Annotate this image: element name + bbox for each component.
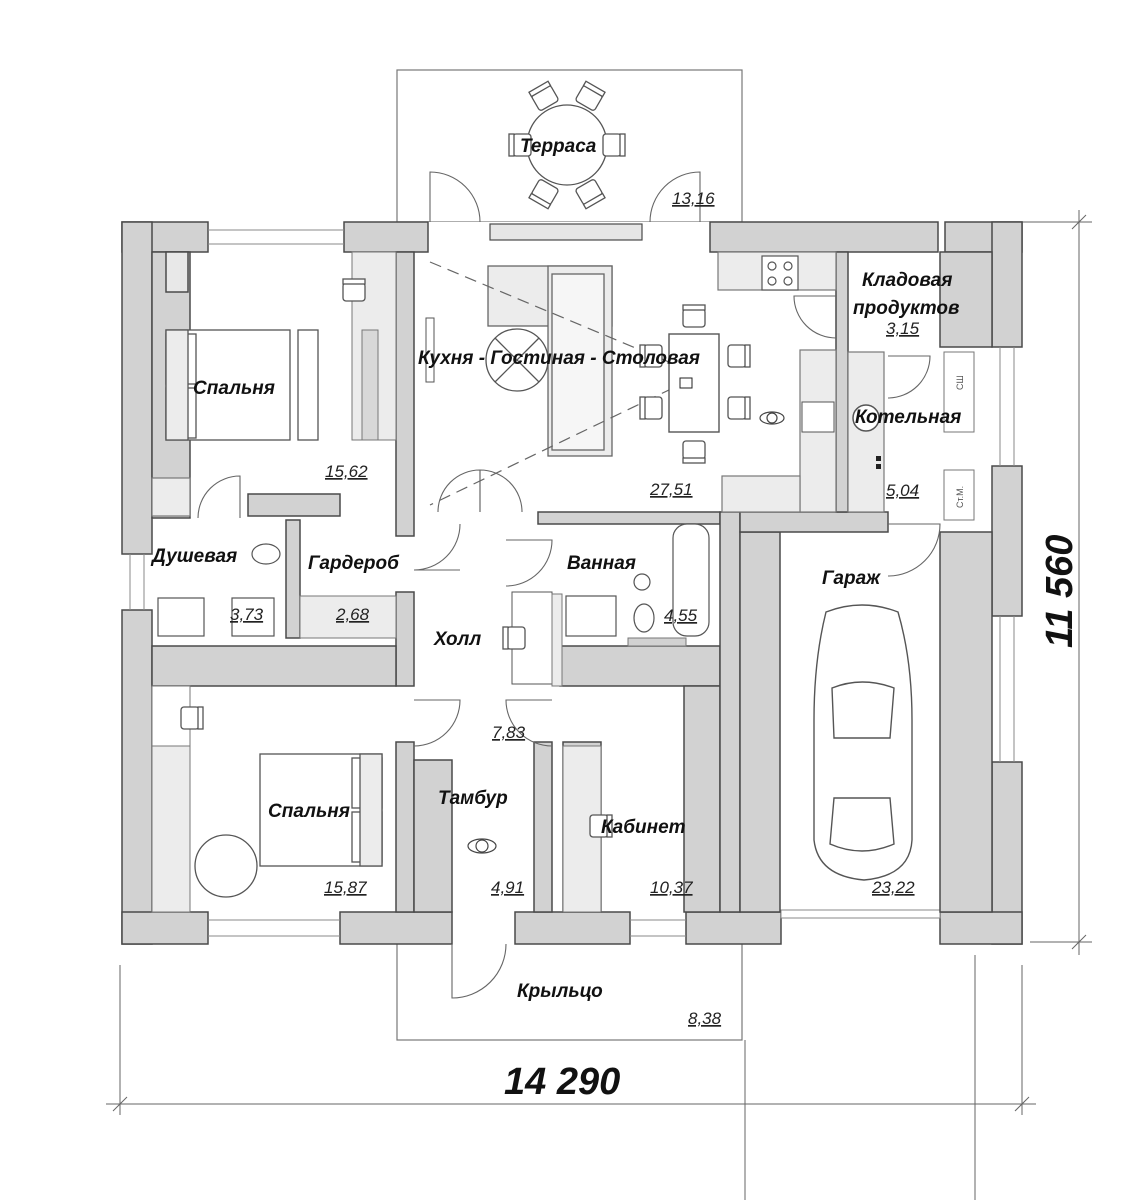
label-pantry-2: продуктов xyxy=(853,298,960,319)
hall-mirror xyxy=(551,593,563,687)
label-terrace: Терраса xyxy=(520,136,597,157)
terrace-table xyxy=(508,80,626,210)
label-porch: Крыльцо xyxy=(517,981,603,1002)
wardrobe-bed2 xyxy=(151,745,191,913)
meter-label: Ст.М. xyxy=(955,486,965,508)
mirror-bed1 xyxy=(361,329,379,441)
boiler-unit xyxy=(852,404,880,432)
shaft-label: СШ xyxy=(955,375,965,390)
area-porch: 8,38 xyxy=(688,1009,722,1028)
label-vestibule: Тамбур xyxy=(438,788,508,809)
exterior-walls xyxy=(121,221,1023,945)
person-vestibule-icon xyxy=(467,838,497,854)
stove xyxy=(761,255,799,291)
area-bathroom: 4,55 xyxy=(664,606,698,625)
area-terrace: 13,16 xyxy=(672,189,715,208)
terrace-window xyxy=(489,223,643,241)
area-wardrobe: 2,68 xyxy=(335,605,370,624)
porch-platform xyxy=(396,939,743,1041)
area-hall: 7,83 xyxy=(492,723,526,742)
area-boiler: 5,04 xyxy=(886,481,919,500)
bed-2 xyxy=(259,753,383,867)
dining-table xyxy=(668,333,720,433)
label-shower: Душевая xyxy=(150,546,237,567)
bath-fixtures xyxy=(565,523,710,637)
area-bedroom1: 15,62 xyxy=(325,462,368,481)
person-kitchen-icon xyxy=(759,411,785,425)
label-living: Кухня - Гостиная - Столовая xyxy=(418,348,700,369)
area-shower: 3,73 xyxy=(230,605,264,624)
windows xyxy=(129,229,1015,937)
area-study: 10,37 xyxy=(650,878,693,897)
dining-lamp xyxy=(679,377,693,389)
dimension-lines xyxy=(106,210,1092,1200)
bed-1 xyxy=(165,329,319,441)
shaft-box xyxy=(943,351,975,433)
round-table xyxy=(194,834,258,898)
wardrobe-closet xyxy=(299,595,397,639)
label-boiler: Котельная xyxy=(855,407,961,428)
bath-counter xyxy=(627,637,687,647)
sofa xyxy=(487,265,613,457)
area-pantry: 3,15 xyxy=(886,319,920,338)
shower-fixtures xyxy=(157,543,281,637)
label-garage: Гараж xyxy=(822,568,881,589)
kitchen-sink xyxy=(801,401,835,433)
label-study: Кабинет xyxy=(601,817,686,838)
area-garage: 23,22 xyxy=(871,878,915,897)
dimension-height: 11 560 xyxy=(1039,535,1081,648)
meter-box xyxy=(943,469,975,521)
dimension-width: 14 290 xyxy=(504,1061,620,1103)
label-wardrobe: Гардероб xyxy=(308,553,400,574)
area-bedroom2: 15,87 xyxy=(324,878,367,897)
label-bathroom: Ванная xyxy=(567,553,636,574)
boiler-controls xyxy=(876,456,881,469)
label-bedroom1: Спальня xyxy=(193,378,275,399)
garage-gate xyxy=(780,909,941,919)
doors xyxy=(197,171,941,999)
car xyxy=(813,604,913,881)
tv xyxy=(425,317,435,383)
interior-walls xyxy=(151,251,993,913)
label-hall: Холл xyxy=(433,629,481,650)
coffee-table xyxy=(485,328,549,392)
label-bedroom2: Спальня xyxy=(268,801,350,822)
area-vestibule: 4,91 xyxy=(491,878,524,897)
label-pantry-1: Кладовая xyxy=(862,270,952,291)
area-living: 27,51 xyxy=(649,480,693,499)
